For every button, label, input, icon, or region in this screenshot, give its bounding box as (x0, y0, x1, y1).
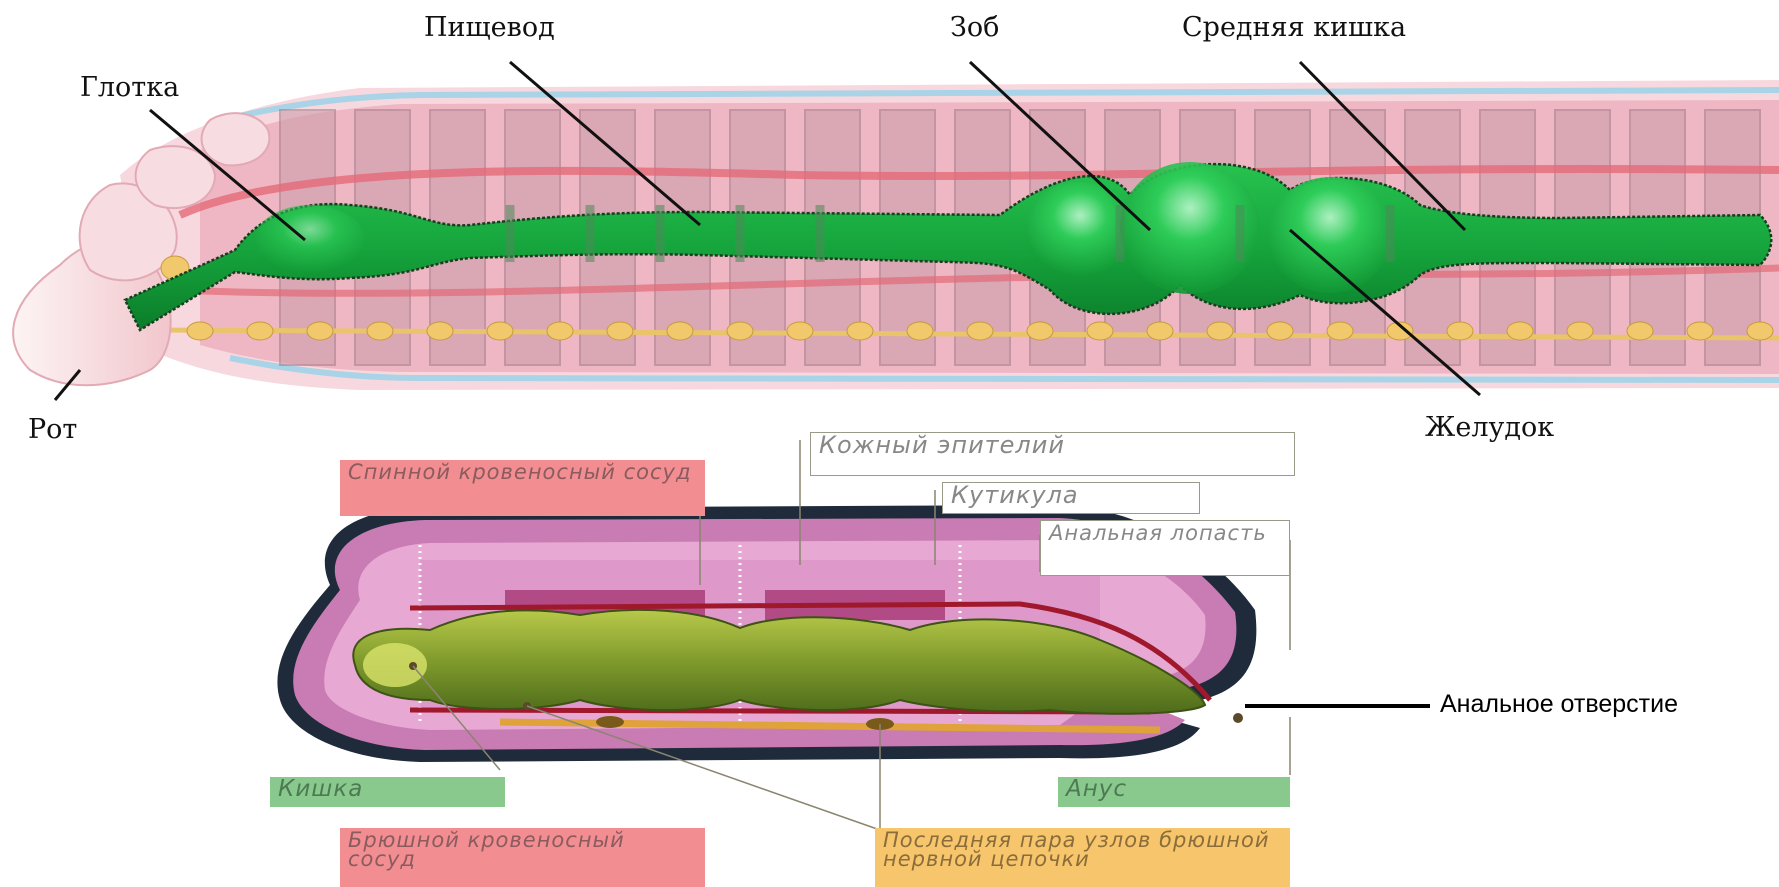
nerve-ganglion (247, 322, 273, 340)
nerve-ganglion (1627, 322, 1653, 340)
nerve-ganglion (787, 322, 813, 340)
nerve-ganglion (487, 322, 513, 340)
label-anus: Анус (1058, 777, 1290, 807)
label-glotka: Глотка (80, 72, 179, 103)
nerve-ganglion (1027, 322, 1053, 340)
worm-longitudinal-section (13, 62, 1779, 400)
nerve-ganglion (1687, 322, 1713, 340)
label-dorsal-vessel: Спинной кровеносный сосуд (340, 460, 705, 516)
nerve-ganglion (967, 322, 993, 340)
nerve-ganglion (427, 322, 453, 340)
nerve-ganglion (1147, 322, 1173, 340)
label-intestine: Кишка (270, 777, 505, 807)
nerve-ganglion (547, 322, 573, 340)
nerve-ganglion (1267, 322, 1293, 340)
nerve-ganglion (667, 322, 693, 340)
nerve-ganglion (1207, 322, 1233, 340)
nerve-ganglion (1087, 322, 1113, 340)
nerve-ganglion (1567, 322, 1593, 340)
label-ventral-vessel: Брюшной кровеносный сосуд (340, 828, 705, 887)
nerve-ganglion (1447, 322, 1473, 340)
nerve-ganglion (1327, 322, 1353, 340)
label-anal-opening: Анальное отверстие (1440, 690, 1678, 719)
nerve-ganglion (307, 322, 333, 340)
label-zheludok: Желудок (1425, 412, 1554, 443)
label-cuticle: Кутикула (942, 482, 1200, 514)
label-last-nerve-ganglia: Последняя пара узлов брюшной нервной цеп… (875, 828, 1290, 887)
label-srednyaya-kishka: Средняя кишка (1182, 12, 1406, 43)
label-pishchevod: Пищевод (424, 12, 555, 43)
nerve-ganglion (907, 322, 933, 340)
label-rot: Рот (28, 414, 77, 445)
nerve-ganglion (727, 322, 753, 340)
label-zob: Зоб (950, 12, 999, 43)
nerve-ganglion (847, 322, 873, 340)
nerve-ganglion (1507, 322, 1533, 340)
label-anal-lobe: Анальная лопасть (1040, 520, 1290, 576)
nerve-ganglion (607, 322, 633, 340)
label-skin-epithelium: Кожный эпителий (810, 432, 1295, 476)
nerve-ganglion (367, 322, 393, 340)
nerve-ganglion (187, 322, 213, 340)
nerve-ganglion (1747, 322, 1773, 340)
